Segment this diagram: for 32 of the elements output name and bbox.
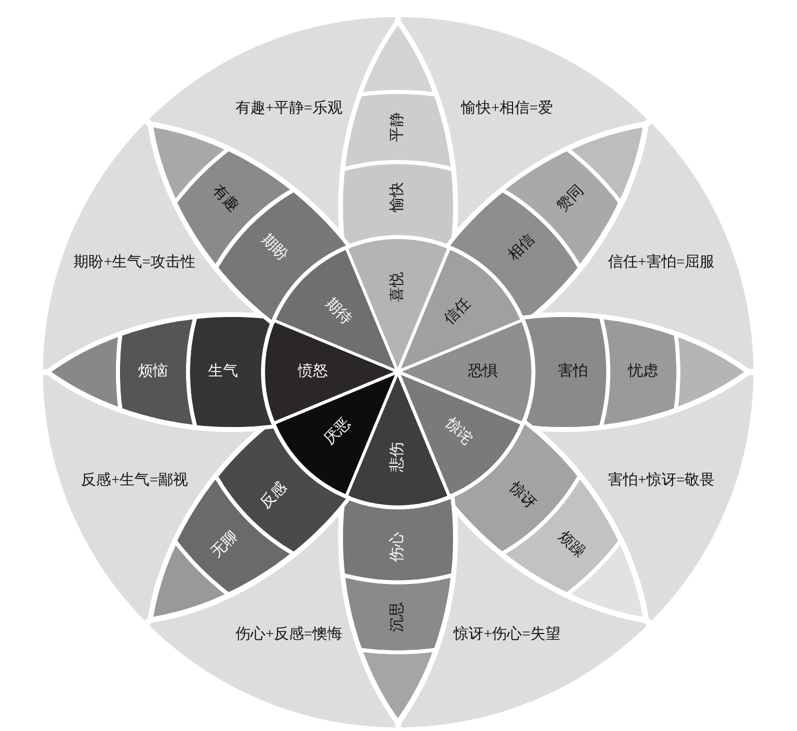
emotion-label: 愉快 [390,182,406,212]
emotion-label: 惊诧 [442,416,474,448]
emotion-label: 生气 [208,364,238,380]
emotion-label: 信任 [442,296,474,328]
emotion-label: 悲伤 [390,442,406,472]
emotion-label: 喜悦 [390,272,406,302]
emotion-label: 期待 [322,296,354,328]
emotion-label: 无聊 [208,529,241,562]
emotion-label: 相信 [506,232,538,264]
dyad-label: 反感+生气=鄙视 [81,474,188,489]
dyad-label: 信任+害怕=屈服 [608,255,715,270]
emotion-label: 恐惧 [468,364,498,380]
dyad-label: 愉快+相信=爱 [461,101,554,116]
emotion-label: 厌恶 [322,416,354,448]
emotion-label: 愤怒 [298,364,328,380]
dyad-label: 伤心+反感=懊悔 [235,628,342,643]
emotion-label: 烦躁 [555,529,588,562]
emotion-label: 沉思 [390,602,406,632]
dyad-label: 害怕+惊讶=敬畏 [608,474,715,489]
emotion-label: 赞同 [555,182,588,215]
emotion-label: 害怕 [558,364,588,380]
emotion-label: 期盼 [258,232,290,264]
emotion-label: 反感 [258,480,290,512]
emotion-label: 伤心 [390,532,406,562]
emotion-label: 有趣 [208,182,241,215]
emotion-label: 平静 [390,112,406,142]
emotion-label: 忧虑 [628,364,658,380]
dyad-label: 惊讶+伤心=失望 [454,628,561,643]
emotion-label: 惊讶 [506,480,538,512]
emotion-label: 烦恼 [138,364,168,380]
dyad-label: 期盼+生气=攻击性 [74,255,196,270]
dyad-label: 有趣+平静=乐观 [235,101,342,116]
